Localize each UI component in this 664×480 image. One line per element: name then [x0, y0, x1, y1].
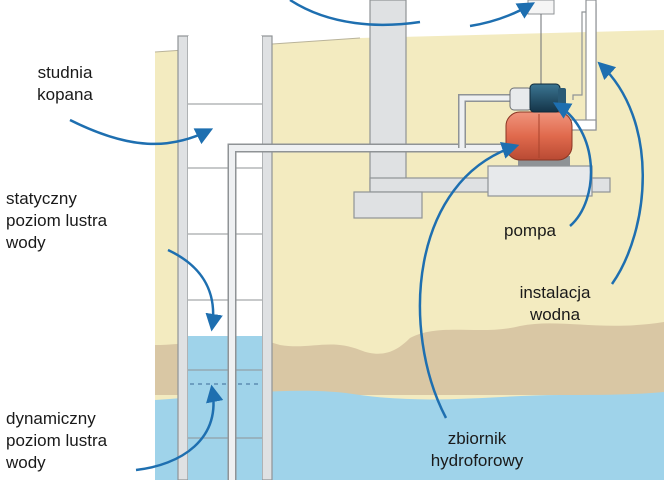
- pressure-switch-box: [527, 0, 555, 15]
- arrow-top-right: [469, 2, 536, 28]
- well-water: [188, 336, 262, 480]
- label-tank-line2: hydroforowy: [430, 451, 524, 470]
- aquifer-water: [155, 390, 664, 480]
- label-pump-line1: pompa: [504, 221, 556, 240]
- pump-body: [509, 87, 533, 111]
- well-shaft-right-wall: [261, 35, 273, 480]
- label-pump: pompa: [504, 220, 556, 242]
- label-tank-line1: zbiornik: [447, 429, 507, 448]
- label-dynamic-line3: wody: [6, 453, 46, 472]
- label-dynamic-line2: poziom lustra: [6, 431, 108, 450]
- pump-pedestal: [487, 165, 593, 197]
- arrow-static-level: [167, 248, 223, 332]
- tank-feet: [518, 156, 570, 166]
- soil-layer: [155, 322, 664, 395]
- label-static-line3: wody: [6, 233, 46, 252]
- label-well-line1: studnia: [37, 63, 93, 82]
- label-static-level: statyczny poziom lustra wody: [6, 188, 107, 254]
- arrow-dynamic-level: [135, 384, 224, 472]
- label-installation: instalacja wodna: [500, 282, 610, 326]
- arrow-pump: [552, 102, 593, 227]
- pump-motor: [529, 83, 561, 113]
- installation-pipe-column: [585, 0, 597, 131]
- label-tank: zbiornik hydroforowy: [412, 428, 542, 472]
- arrow-installation: [597, 61, 644, 285]
- suction-pipe-inner: [229, 145, 518, 480]
- arrow-tank: [418, 141, 520, 419]
- label-well-line2: kopana: [37, 85, 93, 104]
- label-static-line2: poziom lustra: [6, 211, 108, 230]
- house-wall: [369, 0, 407, 191]
- discharge-pipe-inner: [459, 95, 512, 148]
- label-installation-line2: wodna: [529, 305, 581, 324]
- arrow-top-left: [289, 0, 421, 26]
- label-well: studnia kopana: [10, 62, 120, 106]
- label-dynamic-level: dynamiczny poziom lustra wody: [6, 408, 107, 474]
- label-dynamic-line1: dynamiczny: [6, 409, 96, 428]
- foundation-footing: [353, 191, 423, 219]
- arrow-well: [69, 118, 214, 146]
- label-static-line1: statyczny: [6, 189, 77, 208]
- label-installation-line1: instalacja: [519, 283, 591, 302]
